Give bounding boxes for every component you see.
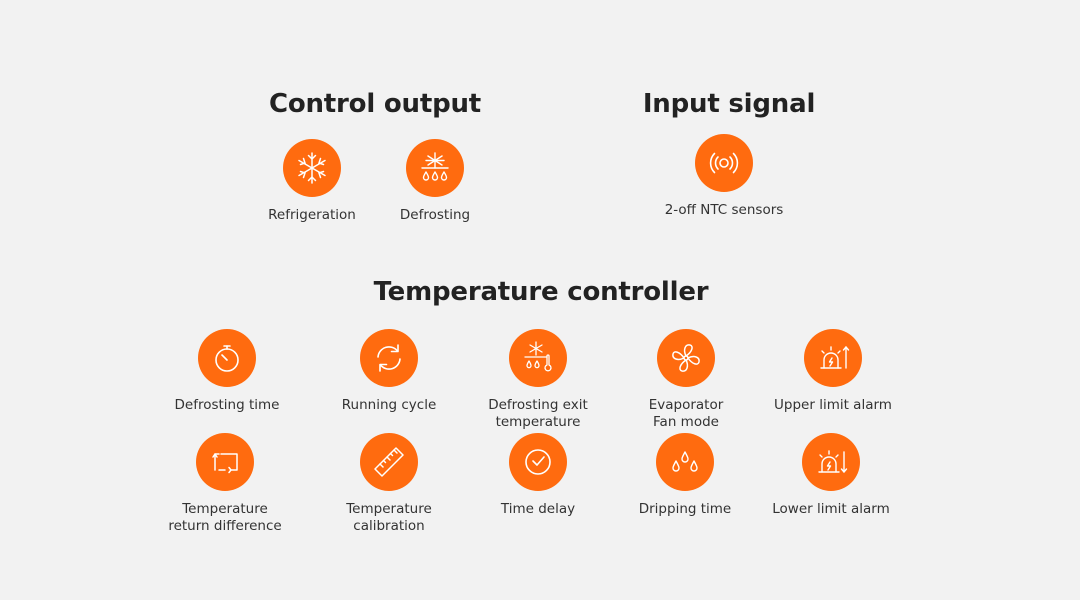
feature-temperature-calibration: Temperature calibration bbox=[309, 433, 469, 535]
feature-refrigeration: Refrigeration bbox=[232, 139, 392, 224]
feature-label: Refrigeration bbox=[268, 207, 356, 223]
alarm-lower-icon bbox=[802, 433, 860, 491]
feature-label: 2-off NTC sensors bbox=[664, 202, 784, 218]
control-output-heading: Control output bbox=[268, 89, 482, 119]
feature-label: Time delay bbox=[500, 501, 576, 517]
drips-icon bbox=[656, 433, 714, 491]
stopwatch-icon bbox=[198, 329, 256, 387]
feature-upper-limit-alarm: Upper limit alarm bbox=[753, 329, 913, 414]
defrost-thermometer-icon bbox=[509, 329, 567, 387]
snowflake-icon bbox=[283, 139, 341, 197]
feature-time-delay: Time delay bbox=[458, 433, 618, 518]
feature-label: Running cycle bbox=[341, 397, 437, 413]
feature-label: Temperature calibration bbox=[346, 501, 432, 534]
feature-running-cycle: Running cycle bbox=[309, 329, 469, 414]
feature-label: Evaporator Fan mode bbox=[648, 397, 724, 430]
sensor-signal-icon bbox=[695, 134, 753, 192]
feature-defrosting-exit-temperature: Defrosting exit temperature bbox=[458, 329, 618, 431]
input-signal-heading: Input signal bbox=[642, 89, 816, 119]
alarm-upper-icon bbox=[804, 329, 862, 387]
clock-icon bbox=[509, 433, 567, 491]
fan-icon bbox=[657, 329, 715, 387]
feature-defrosting: Defrosting bbox=[355, 139, 515, 224]
feature-lower-limit-alarm: Lower limit alarm bbox=[751, 433, 911, 518]
feature-label: Defrosting time bbox=[174, 397, 280, 413]
feature-evaporator-fan-mode: Evaporator Fan mode bbox=[606, 329, 766, 431]
cycle-arrows-icon bbox=[360, 329, 418, 387]
feature-temperature-return-difference: Temperature return difference bbox=[145, 433, 305, 535]
feature-label: Dripping time bbox=[638, 501, 732, 517]
feature-label: Defrosting exit temperature bbox=[488, 397, 588, 430]
temperature-controller-heading: Temperature controller bbox=[373, 277, 709, 307]
defrost-drops-icon bbox=[406, 139, 464, 197]
feature-ntc-sensors: 2-off NTC sensors bbox=[644, 134, 804, 219]
return-arrows-icon bbox=[196, 433, 254, 491]
feature-label: Defrosting bbox=[399, 207, 471, 223]
feature-label: Lower limit alarm bbox=[772, 501, 890, 517]
ruler-icon bbox=[360, 433, 418, 491]
feature-defrosting-time: Defrosting time bbox=[147, 329, 307, 414]
feature-label: Temperature return difference bbox=[168, 501, 282, 534]
feature-dripping-time: Dripping time bbox=[605, 433, 765, 518]
feature-label: Upper limit alarm bbox=[774, 397, 892, 413]
